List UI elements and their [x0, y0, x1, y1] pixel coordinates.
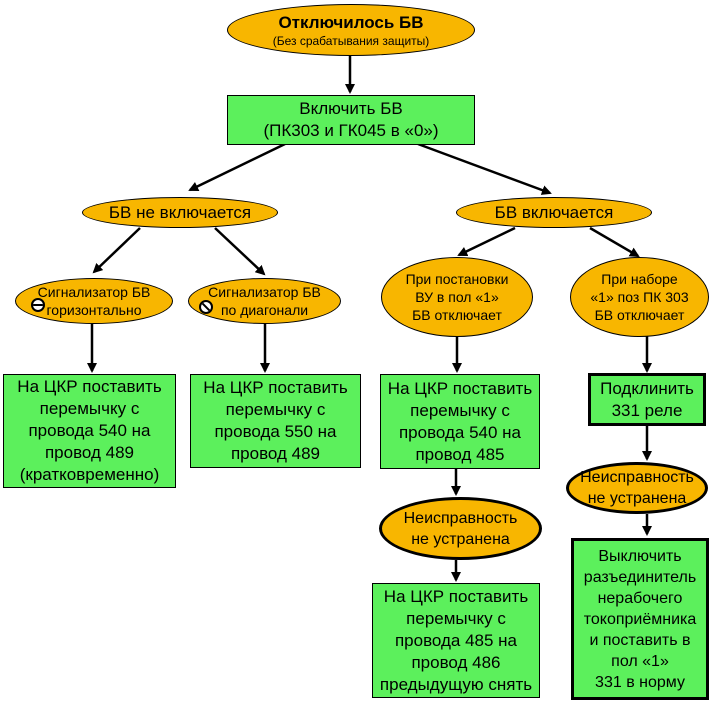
branch-not-enabling-label: БВ не включается [108, 202, 252, 222]
edge-right-to-pk [589, 226, 640, 258]
action-550-489-line-1: На ЦКР поставить [203, 378, 348, 397]
action-540-485-line-4: провод 485 [415, 444, 505, 464]
action-540-485-line-2: перемычку с [410, 400, 510, 420]
cond-vu: При постановки ВУ в пол «1» БВ отключает [381, 257, 533, 337]
action-540-489-line-2: перемычку с [39, 399, 140, 418]
branch-not-enabling: БВ не включается [82, 197, 278, 228]
action-disconnect-line-7: 331 в норму [595, 673, 685, 691]
action-disconnect-box: Выключить разъединитель нерабочего токоп… [571, 538, 709, 700]
cond-diagonal-line-2: по диагонали [220, 302, 309, 318]
action-540-485-box: На ЦКР поставить перемычку с провода 540… [380, 374, 540, 469]
fault-right-ellipse: Неисправность не устранена [566, 462, 708, 514]
branch-enabling: БВ включается [456, 197, 652, 228]
cond-vu-line-1: При постановки [405, 271, 509, 287]
fault-right-line-1: Неисправность [580, 469, 694, 486]
action-331-line-1: Подклинить [600, 378, 694, 398]
enable-bv-line-2: (ПК303 и ГК045 в «0») [263, 121, 439, 140]
action-540-489-line-4: провод 489 [44, 443, 135, 462]
action-331-line-2: 331 реле [611, 400, 683, 420]
edge-enable-to-left [188, 142, 286, 192]
action-485-486-line-1: На ЦКР поставить [383, 586, 529, 606]
action-disconnect-line-1: Выключить [598, 547, 682, 565]
action-550-489-box: На ЦКР поставить перемычку с провода 550… [190, 374, 361, 468]
action-540-489-line-5: (кратковременно) [19, 465, 160, 484]
action-550-489-line-4: провод 489 [230, 444, 321, 463]
action-540-485-line-1: На ЦКР поставить [387, 378, 533, 398]
edge-enable-to-right [417, 142, 552, 195]
action-485-486-box: На ЦКР поставить перемычку с провода 485… [372, 583, 540, 698]
action-540-489-line-3: провода 540 на [28, 421, 151, 440]
edge-left-to-horizontal [92, 227, 141, 274]
action-540-489-line-1: На ЦКР поставить [17, 377, 162, 396]
action-331-box: Подклинить 331 реле [588, 373, 706, 426]
action-540-485-line-3: провода 540 на [398, 422, 522, 442]
action-disconnect-line-5: и поставить в [589, 631, 691, 649]
action-disconnect-line-3: нерабочего [597, 589, 683, 607]
cond-pk-line-3: БВ отключает [594, 307, 685, 323]
action-disconnect-line-2: разъединитель [583, 568, 697, 586]
action-disconnect-line-6: пол «1» [611, 652, 669, 670]
enable-bv-box: Включить БВ (ПК303 и ГК045 в «0») [227, 95, 475, 145]
cond-horizontal-line-1: Сигнализатор БВ [37, 284, 151, 300]
start-subtitle: (Без срабатывания защиты) [272, 33, 430, 48]
start-title: Отключилось БВ [278, 12, 424, 32]
cond-vu-line-3: БВ отключает [412, 307, 502, 323]
cond-horizontal-line-2: горизонтально [46, 302, 142, 318]
cond-vu-line-2: ВУ в пол «1» [415, 289, 499, 305]
action-disconnect-line-4: токоприёмника [583, 610, 697, 628]
fault-right-line-2: не устранена [587, 490, 687, 507]
action-550-489-line-2: перемычку с [225, 400, 326, 419]
action-485-486-line-2: перемычку с [406, 608, 506, 628]
start-node: Отключилось БВ (Без срабатывания защиты) [227, 4, 475, 56]
fault-mid-line-2: не устранена [411, 530, 510, 548]
action-485-486-line-3: провода 485 на [394, 630, 518, 650]
edge-left-to-diagonal [214, 227, 266, 276]
fault-mid-line-1: Неисправность [403, 509, 518, 527]
cond-pk-line-2: «1» поз ПК 303 [590, 289, 689, 305]
action-550-489-line-3: провода 550 на [214, 422, 337, 441]
sign-diagonal-icon [199, 300, 213, 314]
action-540-489-box: На ЦКР поставить перемычку с провода 540… [3, 374, 176, 488]
action-485-486-line-4: провод 486 [411, 652, 501, 672]
cond-diagonal-line-1: Сигнализатор БВ [208, 284, 321, 300]
cond-pk: При наборе «1» поз ПК 303 БВ отключает [570, 257, 709, 337]
sign-horizontal-icon [31, 298, 45, 312]
edge-right-to-vu [457, 226, 516, 257]
fault-mid-ellipse: Неисправность не устранена [379, 497, 542, 560]
cond-pk-line-1: При наборе [601, 271, 678, 287]
cond-diagonal: Сигнализатор БВ по диагонали [188, 278, 341, 324]
enable-bv-line-1: Включить БВ [299, 99, 403, 118]
action-485-486-line-5: предыдущую снять [379, 674, 533, 694]
branch-enabling-label: БВ включается [494, 202, 614, 222]
